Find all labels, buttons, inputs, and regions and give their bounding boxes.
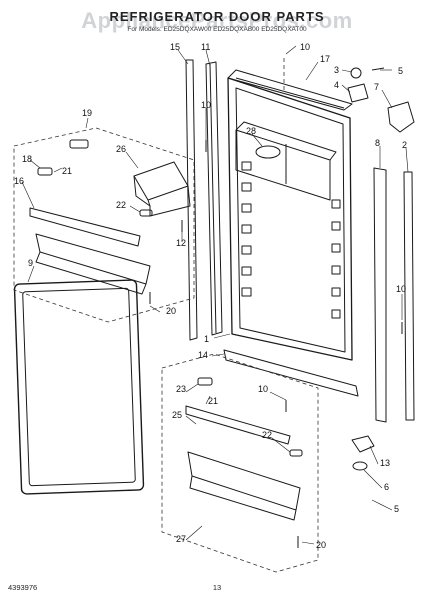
part-7-handle-bracket — [387, 101, 415, 133]
callout-2: 2 — [402, 140, 407, 150]
callout-15: 15 — [170, 42, 180, 52]
part-25-shelf-rail-lower — [185, 405, 291, 445]
part-22-clip-upper — [139, 209, 153, 217]
callout-16: 16 — [14, 176, 24, 186]
callout-28: 28 — [246, 126, 256, 136]
upper-shelf-dashed-group — [13, 127, 195, 323]
part-9-door-gasket — [13, 279, 145, 495]
callout-19: 19 — [82, 108, 92, 118]
callout-3: 3 — [334, 65, 339, 75]
callout-25: 25 — [172, 410, 182, 420]
callout-22: 22 — [116, 200, 126, 210]
footer-page-number: 13 — [212, 583, 222, 592]
callout-13: 13 — [380, 458, 390, 468]
part-8-right-trim — [373, 167, 387, 423]
part-18-clip — [37, 167, 53, 176]
part-14-bottom-trim — [223, 349, 359, 397]
part-4-bushing — [347, 83, 369, 103]
callout-10b: 10 — [201, 100, 211, 110]
page-subtitle: For Models: ED25DQXAW00 ED25DQXAB00 ED25… — [127, 26, 307, 33]
callout-26: 26 — [116, 144, 126, 154]
callout-5b: 5 — [394, 504, 399, 514]
callout-12: 12 — [176, 238, 186, 248]
callout-20: 20 — [166, 306, 176, 316]
callout-17: 17 — [320, 54, 330, 64]
part-17-hinge-bracket — [227, 69, 353, 111]
callout-10d: 10 — [258, 384, 268, 394]
callout-20b: 20 — [316, 540, 326, 550]
part-28-dairy-compartment — [235, 129, 331, 201]
lower-shelf-dashed-group — [161, 353, 319, 573]
liner-shelf-ridges — [241, 161, 341, 319]
callout-18: 18 — [22, 154, 32, 164]
part-6-washer — [352, 461, 368, 471]
part-13-lower-hinge — [351, 435, 375, 453]
part-22-clip-lower — [289, 449, 303, 457]
upper-door-bin — [35, 233, 151, 285]
callout-27: 27 — [176, 534, 186, 544]
callout-8: 8 — [375, 138, 380, 148]
callout-21b: 21 — [208, 396, 218, 406]
callout-14: 14 — [198, 350, 208, 360]
part-23-clip — [197, 377, 213, 386]
callout-23: 23 — [176, 384, 186, 394]
part-26-butter-compartment — [133, 161, 189, 201]
part-15-trim-strip — [185, 59, 198, 341]
callout-5: 5 — [398, 66, 403, 76]
callout-6: 6 — [384, 482, 389, 492]
callout-11: 11 — [201, 42, 210, 52]
callout-10: 10 — [300, 42, 310, 52]
callout-7: 7 — [374, 82, 379, 92]
callout-1: 1 — [204, 334, 209, 344]
watermark: AppliancePartsPros.com — [81, 8, 353, 33]
part-5-screw-top — [371, 67, 385, 71]
page-title: REFRIGERATOR DOOR PARTS — [109, 9, 325, 24]
part-2-outer-strip — [403, 171, 415, 421]
part-3-hinge-pin — [350, 67, 362, 79]
callout-4: 4 — [334, 80, 339, 90]
callout-9: 9 — [28, 258, 33, 268]
callout-21: 21 — [62, 166, 72, 176]
part-11-channel — [205, 61, 223, 336]
footer-part-number: 4393976 — [8, 583, 38, 592]
part-19-label-plate — [69, 139, 89, 149]
part-1-door-liner — [227, 77, 353, 361]
lower-door-bin — [187, 451, 301, 511]
callout-22b: 22 — [262, 430, 272, 440]
part-16-shelf-rail-upper — [29, 207, 141, 247]
callout-10c: 10 — [396, 284, 406, 294]
